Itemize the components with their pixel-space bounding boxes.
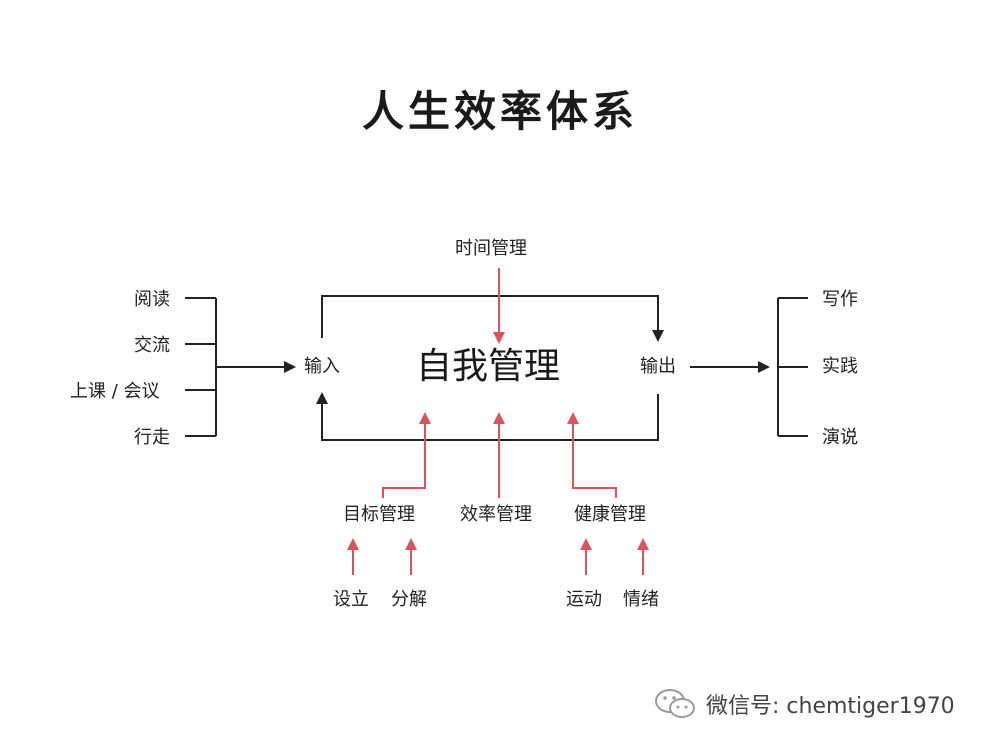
output-target-writing: 写作 (822, 289, 858, 310)
wechat-icon (655, 689, 695, 718)
page-title: 人生效率体系 (361, 87, 638, 136)
goal-sub-set: 设立 (333, 589, 369, 610)
input-source-reading: 阅读 (134, 289, 170, 310)
health-management-label: 健康管理 (574, 504, 646, 525)
time-management-label: 时间管理 (455, 238, 527, 259)
health-sub-emotion: 情绪 (623, 589, 659, 610)
input-source-communication: 交流 (134, 335, 170, 356)
goal-management-arrow (382, 412, 431, 498)
watermark-text: 微信号: chemtiger1970 (706, 694, 955, 719)
output-bracket (777, 297, 808, 437)
output-target-speech: 演说 (822, 427, 858, 448)
efficiency-management-label: 效率管理 (460, 504, 532, 525)
input-source-class-meeting: 上课 / 会议 (70, 381, 160, 402)
output-label: 输出 (640, 356, 676, 377)
output-target-practice: 实践 (822, 356, 858, 377)
loop-top-arrow (321, 295, 664, 342)
input-source-walking: 行走 (134, 427, 170, 448)
loop-bottom-arrow (316, 392, 659, 441)
goal-sub-decompose: 分解 (391, 589, 427, 610)
center-label: 自我管理 (416, 346, 561, 387)
health-management-arrow (567, 412, 617, 498)
input-bracket (185, 297, 217, 437)
health-sub-exercise: 运动 (566, 589, 602, 610)
goal-management-label: 目标管理 (343, 504, 415, 525)
input-label: 输入 (304, 356, 340, 377)
watermark: 微信号: chemtiger1970 (652, 686, 955, 722)
